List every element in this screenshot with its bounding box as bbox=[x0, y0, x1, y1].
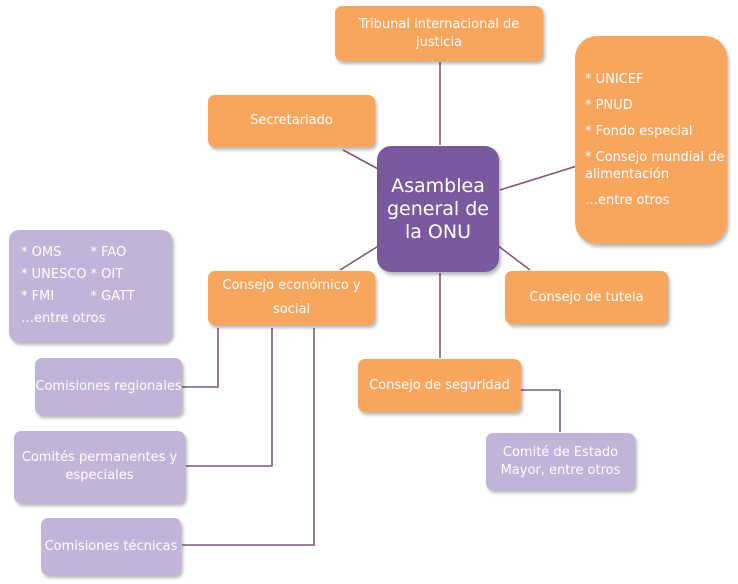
comisiones-regionales-box: Comisiones regionales bbox=[35, 358, 182, 415]
comite-estado-box: Comité de Estado Mayor, entre otros bbox=[486, 433, 635, 490]
comites-permanentes-label: Comités permanentes y especiales bbox=[21, 450, 178, 483]
agencia-item: * UNICEF bbox=[585, 72, 644, 87]
organismo-item: * FAO bbox=[90, 245, 127, 260]
organismo-item: * FMI bbox=[21, 289, 55, 304]
tutela-label: Consejo de tutela bbox=[529, 289, 644, 305]
organismo-item: * OMS bbox=[21, 245, 62, 260]
organismos-box: * OMS * FAO * UNESCO * OIT * FMI * GATT … bbox=[9, 230, 172, 342]
organismo-item: * GATT bbox=[90, 289, 135, 304]
organismo-item: …entre otros bbox=[21, 311, 106, 326]
agencia-item: * Consejo mundial de alimentación bbox=[585, 150, 725, 182]
tribunal-box: Tribunal internacional de justicia bbox=[335, 6, 543, 61]
comisiones-regionales-label: Comisiones regionales bbox=[35, 378, 182, 394]
comisiones-tecnicas-box: Comisiones técnicas bbox=[41, 518, 181, 575]
comite-estado-label: Comité de Estado Mayor, entre otros bbox=[500, 444, 621, 478]
agencia-item: * PNUD bbox=[585, 98, 633, 113]
seguridad-box: Consejo de seguridad bbox=[358, 359, 521, 412]
agencia-item: …entre otros bbox=[585, 193, 670, 208]
asamblea-label: Asamblea general de la ONU bbox=[386, 174, 489, 243]
tribunal-label: Tribunal internacional de justicia bbox=[358, 16, 520, 50]
secretariado-box: Secretariado bbox=[208, 95, 375, 147]
comisiones-tecnicas-label: Comisiones técnicas bbox=[44, 538, 178, 554]
agencia-item: * Fondo especial bbox=[585, 124, 693, 139]
agencias-box: * UNICEF * PNUD * Fondo especial * Conse… bbox=[575, 36, 727, 244]
economico-box: Consejo económico y social bbox=[208, 271, 375, 325]
tutela-box: Consejo de tutela bbox=[505, 271, 668, 324]
organismo-item: * OIT bbox=[90, 267, 124, 282]
asamblea-box: Asamblea general de la ONU bbox=[377, 146, 499, 272]
agencias-list: * UNICEF * PNUD * Fondo especial * Conse… bbox=[585, 71, 727, 209]
economico-label: Consejo económico y social bbox=[222, 278, 361, 317]
comites-permanentes-box: Comités permanentes y especiales bbox=[14, 431, 185, 503]
organismo-item: * UNESCO bbox=[21, 267, 87, 282]
seguridad-label: Consejo de seguridad bbox=[369, 377, 510, 393]
organismos-grid: * OMS * FAO * UNESCO * OIT * FMI * GATT bbox=[21, 244, 160, 306]
secretariado-label: Secretariado bbox=[250, 113, 333, 128]
organismos-list: * OMS * FAO * UNESCO * OIT * FMI * GATT … bbox=[21, 244, 160, 328]
